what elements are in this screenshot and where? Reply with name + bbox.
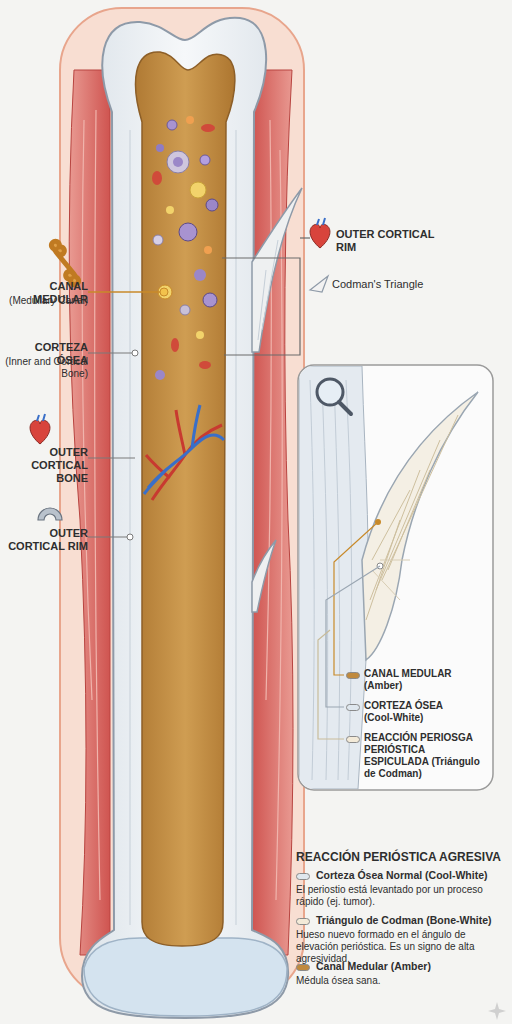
heart-vessels bbox=[37, 414, 45, 421]
legend-swatch bbox=[296, 918, 310, 925]
bracket-line bbox=[222, 258, 300, 355]
fat-cell bbox=[196, 331, 204, 339]
fat-cell bbox=[190, 182, 206, 198]
marrow-cell bbox=[153, 235, 163, 245]
articular-cartilage bbox=[84, 938, 287, 1016]
red-cell bbox=[199, 361, 211, 369]
legend-note: El periostio está levantado por un proce… bbox=[296, 884, 506, 908]
marrow-cells bbox=[152, 116, 218, 380]
leader-line bbox=[88, 291, 162, 293]
legend-swatch bbox=[296, 964, 310, 971]
marrow-cell bbox=[194, 269, 206, 281]
leader-dot bbox=[160, 288, 168, 296]
part-label: Codman's Triangle bbox=[332, 278, 442, 291]
legend-swatch bbox=[346, 704, 360, 711]
inset-spicules bbox=[372, 560, 410, 600]
leader-dot bbox=[132, 350, 138, 356]
legend-title: REACCIÓN PERIÓSTICA AGRESIVA bbox=[296, 850, 508, 864]
marrow-cell bbox=[204, 246, 212, 254]
red-cell bbox=[152, 171, 162, 185]
marrow-cell bbox=[180, 305, 190, 315]
marrow-cell bbox=[155, 370, 165, 380]
part-sublabel: (Medullary Canal) bbox=[4, 295, 88, 307]
leader-line bbox=[88, 352, 133, 353]
legend-text: CANAL MEDULAR (Amber) bbox=[364, 668, 468, 692]
marrow-cell bbox=[167, 120, 177, 130]
muscle-right bbox=[252, 70, 293, 955]
leader-line bbox=[334, 522, 378, 675]
part-label: OUTER CORTICAL RIM bbox=[4, 527, 88, 553]
magnifier-handle bbox=[339, 402, 351, 414]
codman-triangle bbox=[252, 188, 302, 352]
bone-cortex bbox=[82, 18, 288, 1018]
red-cell bbox=[171, 338, 179, 352]
inset-spicules bbox=[366, 415, 458, 620]
vein bbox=[144, 405, 224, 494]
spicule-lines bbox=[258, 240, 278, 340]
inset-codman-triangle bbox=[362, 392, 478, 660]
marrow-cell bbox=[167, 151, 189, 173]
marrow-cell bbox=[179, 223, 197, 241]
legend-swatch bbox=[346, 672, 360, 679]
heart-vessels bbox=[317, 218, 325, 225]
soft-tissue bbox=[60, 8, 304, 1000]
part-label: OUTER CORTICAL BONE bbox=[4, 446, 88, 486]
legend-note: Médula ósea sana. bbox=[296, 975, 506, 987]
heart-icon bbox=[30, 420, 50, 444]
fat-cell bbox=[166, 206, 174, 214]
legend-note: Hueso nuevo formado en el ángulo de elev… bbox=[296, 929, 506, 965]
leader-line bbox=[318, 630, 344, 739]
legend-text: REACCIÓN PERIOSGA PERIÓSTICA ESPICULADA … bbox=[364, 732, 488, 780]
periosteal-spicule bbox=[252, 540, 276, 612]
medullary-canal bbox=[136, 52, 235, 946]
leader-line bbox=[88, 457, 135, 458]
marrow-nucleus bbox=[173, 157, 183, 167]
legend-swatch bbox=[346, 736, 360, 743]
triangle-icon bbox=[310, 276, 328, 292]
marrow-cell bbox=[186, 116, 194, 124]
rim-icon bbox=[38, 508, 62, 520]
marrow-cell bbox=[206, 199, 218, 211]
leader-dot bbox=[127, 534, 133, 540]
marrow-cell bbox=[203, 293, 217, 307]
leader-line bbox=[300, 237, 310, 238]
marrow-cell bbox=[200, 155, 210, 165]
red-cell bbox=[201, 124, 215, 132]
legend-text: Corteza Ósea Normal (Cool-White) bbox=[316, 869, 506, 882]
legend-swatch bbox=[296, 873, 310, 880]
watermark-star bbox=[488, 1002, 506, 1020]
inset-panel bbox=[298, 365, 493, 790]
legend-text: Triángulo de Codman (Bone-White) bbox=[316, 914, 506, 927]
fat-cell bbox=[158, 285, 172, 299]
inset-detail bbox=[299, 366, 478, 789]
legend-text: CORTEZA ÓSEA (Cool-White) bbox=[364, 700, 468, 724]
bone-icon bbox=[51, 241, 78, 284]
part-sublabel: (Inner and Oortical Bone) bbox=[4, 356, 88, 380]
leader-line bbox=[88, 536, 128, 537]
heart-icon bbox=[310, 224, 330, 248]
part-label: OUTER CORTICAL RIM bbox=[336, 228, 446, 254]
inset-lamellae bbox=[310, 380, 352, 780]
muscle-left bbox=[69, 70, 110, 955]
marrow-cell bbox=[156, 144, 164, 152]
legend-text: Canal Medular (Amber) bbox=[316, 960, 506, 973]
